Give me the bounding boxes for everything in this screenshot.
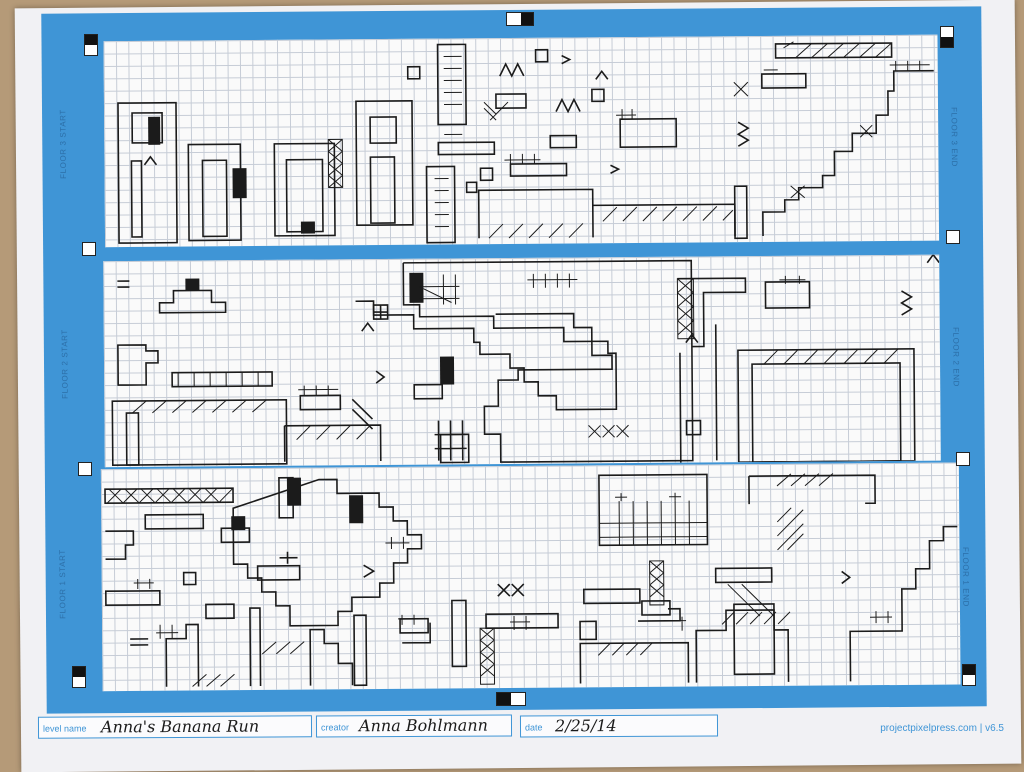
registration-marker-top-left	[84, 34, 98, 56]
registration-marker-top-center	[506, 12, 534, 26]
creator-value: Anna Bohlmann	[358, 715, 488, 736]
registration-marker-bottom-center	[496, 692, 526, 706]
floor-2-start-label: FLOOR 2 START	[60, 329, 70, 399]
registration-marker-left-lower	[78, 462, 92, 476]
floor-3-start-label: FLOOR 3 START	[58, 109, 68, 179]
floor-2-drawing	[111, 254, 940, 466]
floor-1-end-label: FLOOR 1 END	[960, 546, 971, 607]
floor-2-grid	[103, 254, 941, 468]
date-value: 2/25/14	[554, 716, 617, 736]
date-label: date	[524, 722, 543, 733]
registration-marker-left-upper	[82, 242, 96, 256]
level-name-value: Anna's Banana Run	[100, 716, 260, 737]
floor-2-end-label: FLOOR 2 END	[951, 327, 961, 388]
level-name-label: level name	[42, 723, 87, 734]
footer-credit: projectpixelpress.com | v6.5	[880, 723, 1004, 734]
creator-field[interactable]: creator Anna Bohlmann	[315, 714, 513, 738]
floor-3-drawing	[117, 41, 934, 244]
level-sheet-frame: FLOOR 3 START FLOOR 3 END FLOOR 2 START …	[41, 6, 987, 714]
date-field[interactable]: date 2/25/14	[519, 714, 719, 738]
floor-1-drawing	[104, 473, 958, 687]
floor-3-end-label: FLOOR 3 END	[949, 107, 959, 168]
level-name-field[interactable]: level name Anna's Banana Run	[37, 715, 313, 739]
floor-3-grid	[103, 34, 940, 248]
registration-marker-top-right	[940, 26, 954, 48]
registration-marker-bottom-left	[72, 666, 86, 688]
registration-marker-right-upper	[946, 230, 960, 244]
floor-1-start-label: FLOOR 1 START	[57, 549, 68, 619]
floor-1-grid	[100, 462, 961, 692]
registration-marker-right-lower	[956, 452, 970, 466]
creator-label: creator	[320, 722, 350, 733]
registration-marker-bottom-right	[962, 664, 976, 686]
